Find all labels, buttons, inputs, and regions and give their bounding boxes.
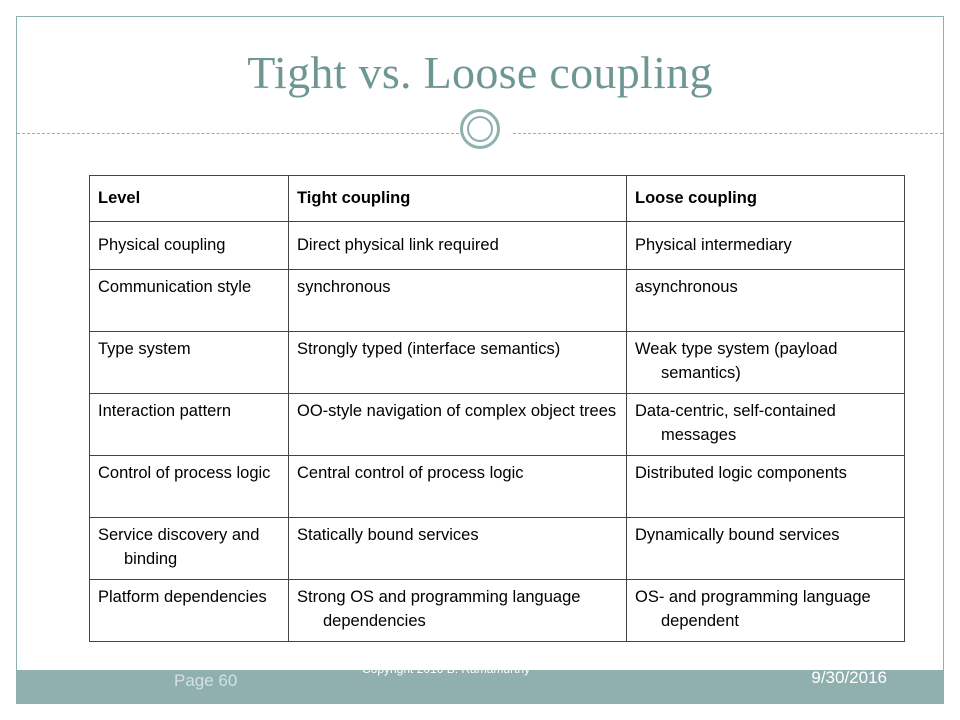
- cell-loose: Dynamically bound services: [626, 517, 905, 580]
- coupling-comparison-table: Level Tight coupling Loose coupling Phys…: [89, 175, 905, 642]
- cell-level: Service discovery and binding: [89, 517, 289, 580]
- footer-bar: Page 60 Copyright 2010 B. Ramamurthy 9/3…: [17, 662, 943, 703]
- cell-text: Weak type system (payload semantics): [635, 340, 838, 382]
- cell-loose: OS- and programming language dependent: [626, 579, 905, 642]
- cell-level: Communication style: [89, 269, 289, 332]
- cell-tight: Strongly typed (interface semantics): [288, 331, 627, 394]
- table-row: Communication style synchronous asynchro…: [89, 269, 905, 332]
- cell-tight: Direct physical link required: [288, 221, 627, 270]
- title-divider-right: [513, 133, 943, 134]
- table-row: Interaction pattern OO-style navigation …: [89, 393, 905, 456]
- table-row: Service discovery and binding Statically…: [89, 517, 905, 580]
- table-row: Physical coupling Direct physical link r…: [89, 221, 905, 270]
- cell-loose: Data-centric, self-contained messages: [626, 393, 905, 456]
- slide-title: Tight vs. Loose coupling: [247, 47, 713, 98]
- cell-text: Control of process logic: [98, 464, 271, 482]
- copyright-text: Copyright 2010 B. Ramamurthy: [362, 662, 531, 676]
- cell-text: Interaction pattern: [98, 402, 231, 420]
- cell-level: Physical coupling: [89, 221, 289, 270]
- cell-text: Physical coupling: [98, 236, 226, 254]
- table-row: Control of process logic Central control…: [89, 455, 905, 518]
- slide-date: 9/30/2016: [811, 668, 887, 687]
- cell-loose: Physical intermediary: [626, 221, 905, 270]
- table-header-row: Level Tight coupling Loose coupling: [89, 175, 905, 222]
- header-level: Level: [89, 175, 289, 222]
- cell-text: Service discovery and binding: [98, 526, 260, 568]
- cell-text: Strongly typed (interface semantics): [297, 340, 561, 358]
- cell-text: Physical intermediary: [635, 236, 792, 254]
- cell-text: Statically bound services: [297, 526, 479, 544]
- cell-text: Direct physical link required: [297, 236, 499, 254]
- cell-text: Distributed logic components: [635, 464, 847, 482]
- title-divider-left: [17, 133, 459, 134]
- cell-text: Central control of process logic: [297, 464, 524, 482]
- cell-level: Type system: [89, 331, 289, 394]
- table-row: Type system Strongly typed (interface se…: [89, 331, 905, 394]
- slide-frame: [16, 16, 944, 704]
- cell-loose: Weak type system (payload semantics): [626, 331, 905, 394]
- cell-text: synchronous: [297, 278, 391, 296]
- cell-text: OS- and programming language dependent: [635, 588, 871, 630]
- cell-tight: OO-style navigation of complex object tr…: [288, 393, 627, 456]
- cell-loose: asynchronous: [626, 269, 905, 332]
- cell-text: Platform dependencies: [98, 588, 267, 606]
- cell-loose: Distributed logic components: [626, 455, 905, 518]
- cell-text: OO-style navigation of complex object tr…: [297, 402, 617, 420]
- page-number: Page 60: [174, 671, 238, 690]
- cell-text: Communication style: [98, 278, 252, 296]
- cell-text: Strong OS and programming language depen…: [297, 588, 581, 630]
- cell-text: Data-centric, self-contained messages: [635, 402, 836, 444]
- cell-level: Control of process logic: [89, 455, 289, 518]
- cell-tight: synchronous: [288, 269, 627, 332]
- divider-ring-ornament: [460, 109, 500, 149]
- header-tight-coupling: Tight coupling: [288, 175, 627, 222]
- cell-level: Interaction pattern: [89, 393, 289, 456]
- table-row: Platform dependencies Strong OS and prog…: [89, 579, 905, 642]
- cell-level: Platform dependencies: [89, 579, 289, 642]
- cell-text: Type system: [98, 340, 191, 358]
- header-loose-coupling: Loose coupling: [626, 175, 905, 222]
- cell-text: asynchronous: [635, 278, 738, 296]
- cell-tight: Central control of process logic: [288, 455, 627, 518]
- cell-text: Dynamically bound services: [635, 526, 840, 544]
- cell-tight: Strong OS and programming language depen…: [288, 579, 627, 642]
- cell-tight: Statically bound services: [288, 517, 627, 580]
